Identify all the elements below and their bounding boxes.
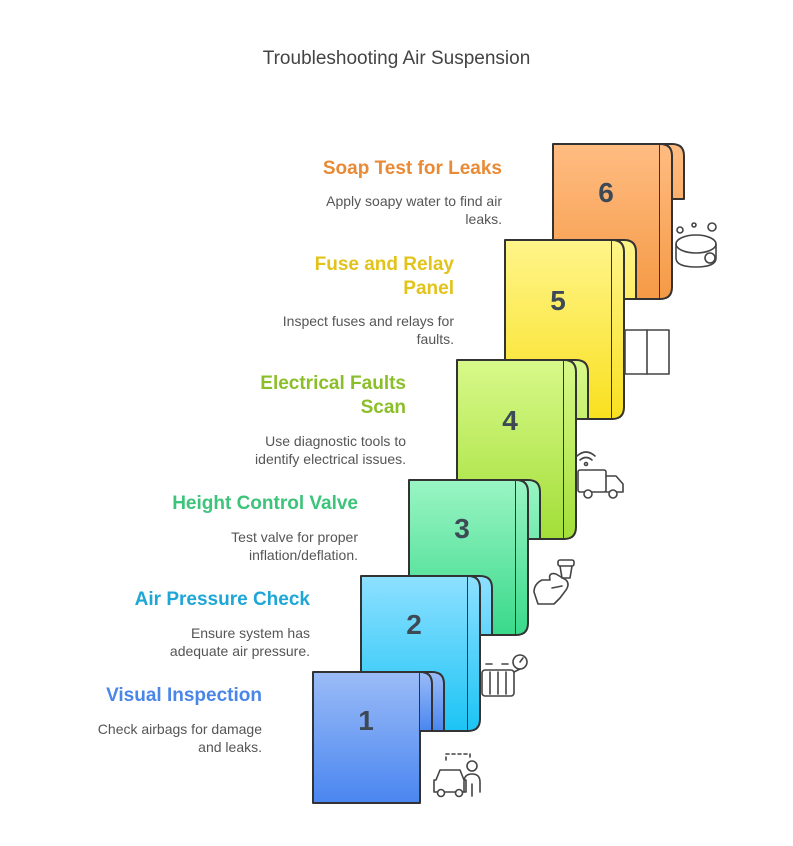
step-1-ribbon bbox=[312, 671, 445, 804]
step-5-title: Fuse and Relay Panel bbox=[314, 254, 454, 299]
step-1-number: 1 bbox=[358, 705, 374, 736]
step-3-description: Test valve for proper inflation/deflatio… bbox=[231, 529, 358, 563]
step-6-number: 6 bbox=[598, 177, 614, 208]
step-5-description: Inspect fuses and relays for faults. bbox=[282, 313, 454, 347]
diagram-title: Troubleshooting Air Suspension bbox=[262, 48, 531, 69]
panel-icon bbox=[624, 329, 670, 375]
step-1-description: Check airbags for damage and leaks. bbox=[97, 721, 262, 755]
step-1-title: Visual Inspection bbox=[106, 685, 262, 706]
pressure-gauge-icon bbox=[481, 654, 528, 697]
step-3-number: 3 bbox=[454, 513, 470, 544]
step-2-description: Ensure system has adequate air pressure. bbox=[169, 625, 310, 659]
step-2-title: Air Pressure Check bbox=[134, 589, 310, 610]
spray-hand-icon bbox=[533, 559, 575, 605]
step-4-description: Use diagnostic tools to identify electri… bbox=[255, 433, 406, 467]
car-person-icon bbox=[433, 753, 481, 798]
step-2-number: 2 bbox=[406, 609, 422, 640]
step-3-title: Height Control Valve bbox=[172, 493, 358, 514]
step-5-number: 5 bbox=[550, 285, 566, 316]
step-6-description: Apply soapy water to find air leaks. bbox=[326, 193, 502, 227]
step-4-title: Electrical Faults Scan bbox=[260, 373, 406, 418]
soap-icon bbox=[675, 222, 717, 268]
step-4-number: 4 bbox=[502, 405, 518, 436]
truck-signal-icon bbox=[576, 451, 624, 499]
step-6-title: Soap Test for Leaks bbox=[322, 158, 502, 179]
